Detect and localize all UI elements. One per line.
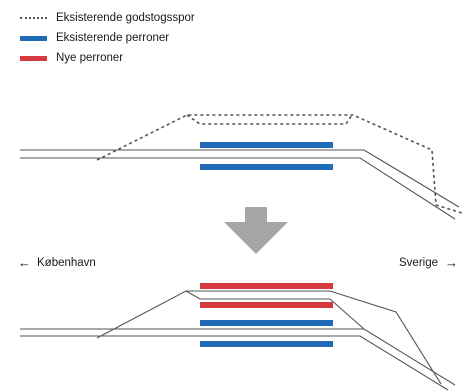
- blue-swatch: [20, 35, 47, 41]
- main-track-upper: [20, 328, 456, 386]
- transition-arrow-icon: [224, 207, 288, 254]
- direction-text: Sverige: [399, 256, 438, 269]
- platform-track-inner: [185, 290, 365, 330]
- new-layout: [20, 283, 456, 391]
- main-track-lower: [20, 335, 449, 391]
- existing-platform: [200, 142, 333, 148]
- existing-layout: [20, 114, 463, 220]
- existing-platform: [200, 341, 333, 347]
- main-track-upper: [20, 149, 460, 208]
- new-platform: [200, 283, 333, 289]
- dotted-line-swatch: [20, 17, 47, 19]
- platform-track-outer: [96, 290, 442, 385]
- freight-track-branch: [186, 114, 353, 125]
- direction-text: København: [37, 256, 96, 269]
- legend-label: Nye perroner: [56, 52, 124, 64]
- existing-platform: [200, 320, 333, 326]
- legend-item-existing-platforms: Eksisterende perroner: [20, 28, 195, 48]
- direction-label-sweden: Sverige →: [399, 256, 458, 269]
- new-platform: [200, 302, 333, 308]
- direction-label-copenhagen: ← København: [18, 256, 96, 269]
- main-track-lower: [20, 157, 456, 220]
- arrow-right-icon: →: [445, 255, 458, 270]
- red-swatch: [20, 55, 47, 61]
- legend-label: Eksisterende perroner: [56, 32, 170, 44]
- legend-item-new-platforms: Nye perroner: [20, 48, 195, 68]
- existing-platform: [200, 164, 333, 170]
- legend: Eksisterende godstogsspor Eksisterende p…: [20, 8, 195, 68]
- arrow-left-icon: ←: [18, 255, 31, 270]
- legend-item-freight-track: Eksisterende godstogsspor: [20, 8, 195, 28]
- legend-label: Eksisterende godstogsspor: [56, 12, 195, 24]
